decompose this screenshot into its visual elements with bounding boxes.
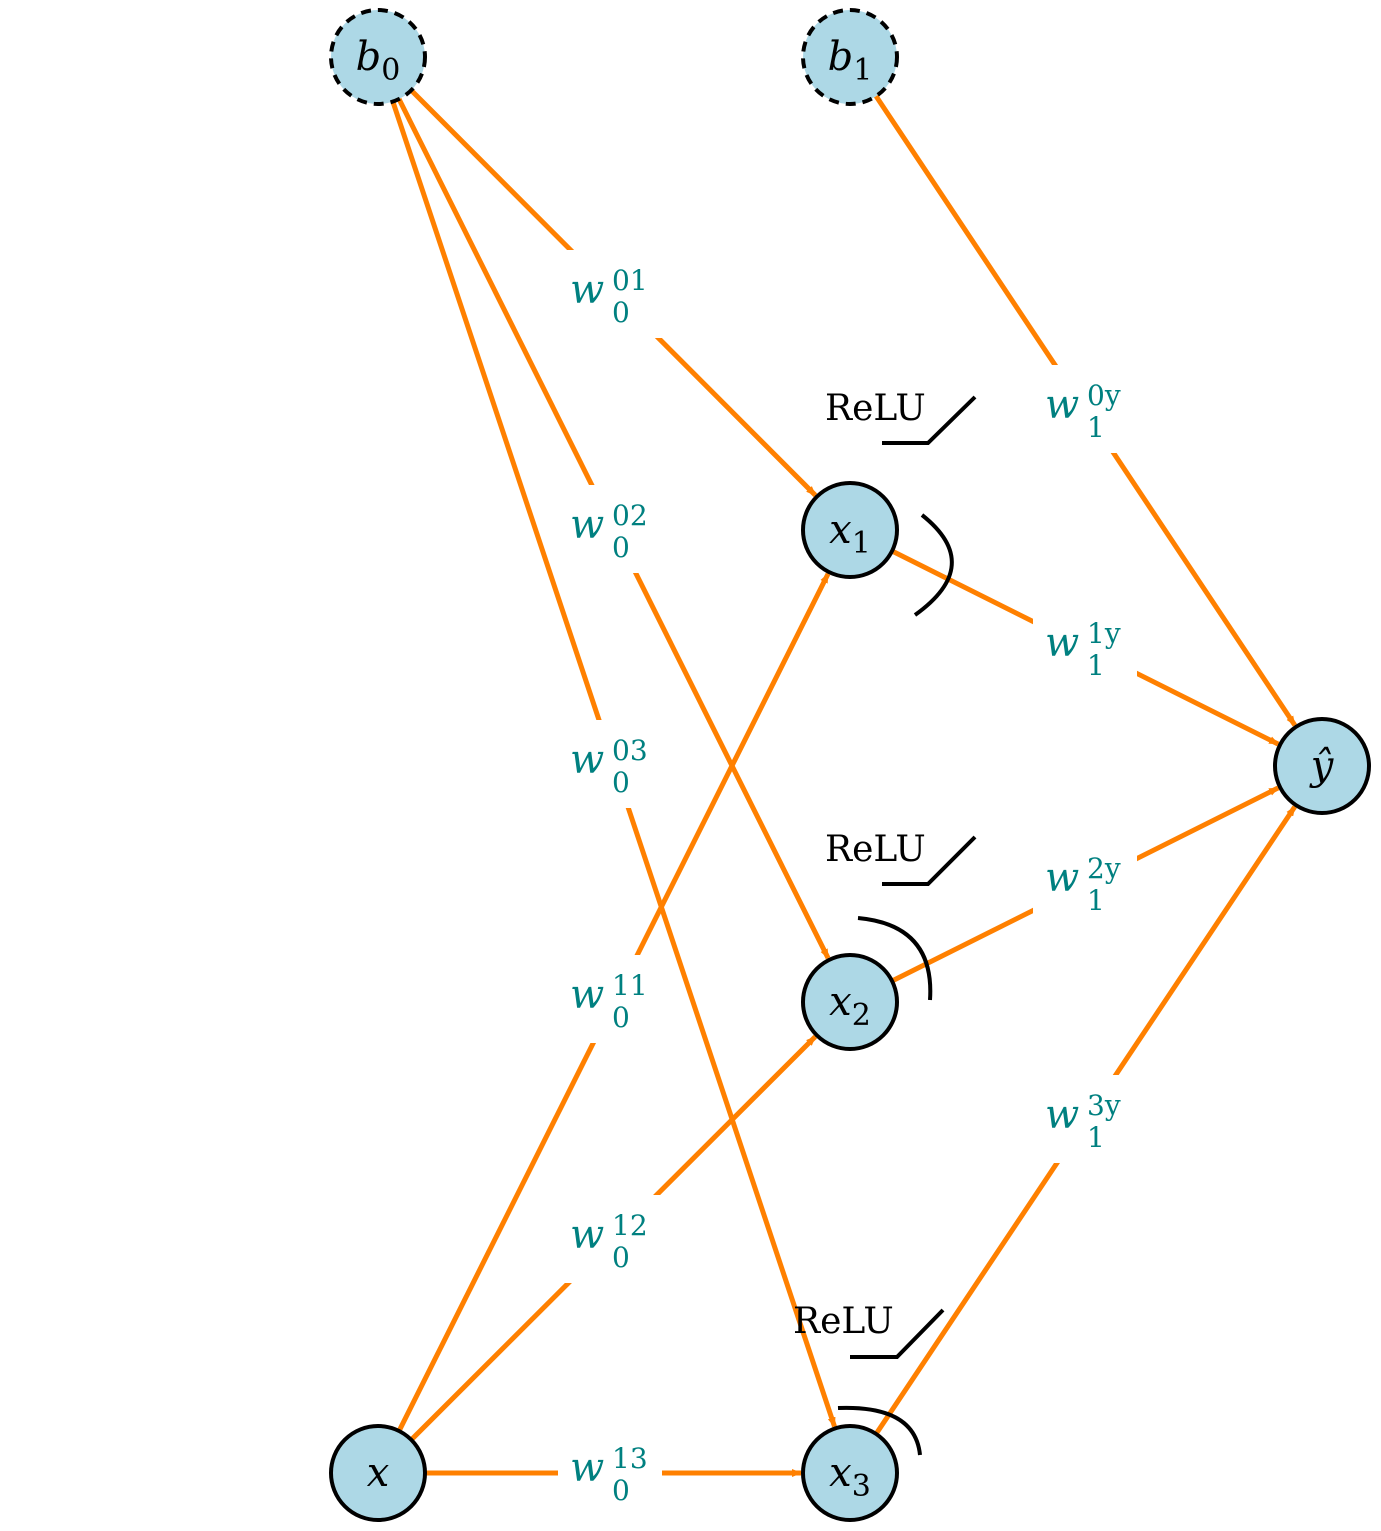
node-label-x2: x2 bbox=[829, 979, 871, 1033]
weight-superscript: 11 bbox=[612, 969, 648, 1002]
weight-base: w bbox=[570, 972, 604, 1018]
activation-arc bbox=[857, 916, 933, 1001]
node-x1: x1 bbox=[801, 481, 899, 579]
activation-x2: ReLU bbox=[825, 829, 977, 1001]
weight-base: w bbox=[570, 1445, 604, 1491]
node-label-yhat: ŷ bbox=[1309, 743, 1335, 789]
node-label-x1: x1 bbox=[829, 507, 871, 561]
label-background bbox=[558, 720, 662, 808]
relu-ramp-icon bbox=[882, 395, 977, 445]
weight-superscript: 13 bbox=[612, 1442, 648, 1475]
weight-subscript: 0 bbox=[612, 1241, 630, 1274]
node-label-x: x bbox=[367, 1450, 390, 1496]
label-background bbox=[558, 250, 662, 338]
weight-superscript: 3y bbox=[1087, 1089, 1121, 1122]
relu-ramp-icon bbox=[850, 1308, 945, 1359]
weight-base: w bbox=[1045, 855, 1079, 901]
weight-superscript: 1y bbox=[1087, 617, 1121, 650]
label-background bbox=[1033, 838, 1137, 926]
weight-base: w bbox=[1045, 382, 1079, 428]
weight-subscript: 0 bbox=[612, 296, 630, 329]
label-background bbox=[558, 1428, 662, 1516]
weight-subscript: 1 bbox=[1087, 649, 1105, 682]
weight-subscript: 0 bbox=[612, 531, 630, 564]
weight-subscript: 1 bbox=[1087, 411, 1105, 444]
label-background bbox=[558, 955, 662, 1043]
activation-arc bbox=[913, 513, 954, 617]
weight-subscript: 0 bbox=[612, 1474, 630, 1507]
label-background bbox=[1033, 603, 1137, 691]
weight-base: w bbox=[1045, 620, 1079, 666]
weight-subscript: 0 bbox=[612, 1001, 630, 1034]
node-yhat: ŷ bbox=[1273, 717, 1371, 815]
node-label-b1: b1 bbox=[828, 34, 873, 88]
node-b1: b1 bbox=[801, 8, 899, 106]
label-background bbox=[1033, 365, 1137, 453]
weight-subscript: 1 bbox=[1087, 884, 1105, 917]
weight-superscript: 12 bbox=[612, 1209, 648, 1242]
relu-label: ReLU bbox=[793, 1301, 894, 1342]
weight-superscript: 0y bbox=[1087, 379, 1121, 412]
weight-subscript: 1 bbox=[1087, 1121, 1105, 1154]
node-label-x3: x3 bbox=[829, 1450, 871, 1504]
node-x2: x2 bbox=[801, 953, 899, 1051]
weight-base: w bbox=[570, 502, 604, 548]
weight-superscript: 03 bbox=[612, 734, 648, 767]
relu-label: ReLU bbox=[825, 829, 926, 870]
activation-x1: ReLU bbox=[825, 388, 977, 617]
node-x: x bbox=[329, 1424, 427, 1522]
label-background bbox=[1033, 1075, 1137, 1163]
weight-superscript: 01 bbox=[612, 264, 648, 297]
weight-base: w bbox=[570, 1212, 604, 1258]
weight-subscript: 0 bbox=[612, 766, 630, 799]
weight-superscript: 2y bbox=[1087, 852, 1121, 885]
weight-base: w bbox=[570, 737, 604, 783]
activation-x3: ReLU bbox=[793, 1301, 945, 1456]
weight-superscript: 02 bbox=[612, 499, 648, 532]
weight-base: w bbox=[1045, 1092, 1079, 1138]
node-b0: b0 bbox=[329, 8, 427, 106]
label-background bbox=[558, 1195, 662, 1283]
weight-base: w bbox=[570, 267, 604, 313]
relu-ramp-icon bbox=[882, 835, 977, 886]
relu-label: ReLU bbox=[825, 388, 926, 429]
label-background bbox=[558, 485, 662, 573]
activation-arc bbox=[837, 1405, 922, 1456]
node-x3: x3 bbox=[801, 1424, 899, 1522]
node-label-b0: b0 bbox=[356, 34, 401, 88]
